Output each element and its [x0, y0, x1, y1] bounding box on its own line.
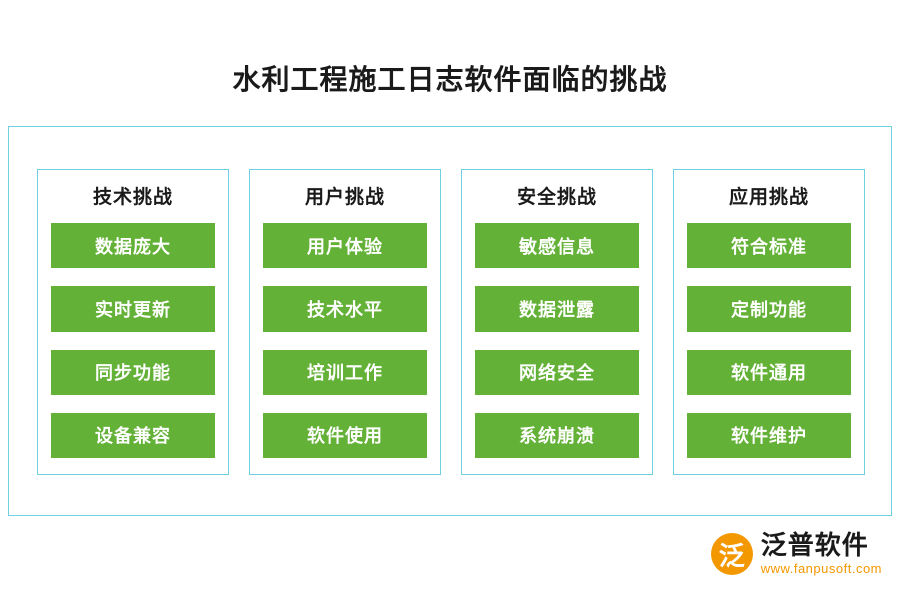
column-item[interactable]: 数据庞大 — [51, 223, 215, 269]
brand-logo: 泛 泛普软件 www.fanpusoft.com — [710, 526, 882, 582]
columns-container: 技术挑战 数据庞大 实时更新 同步功能 设备兼容 用户挑战 用户体验 技术水平 … — [9, 127, 893, 517]
challenge-column-technical: 技术挑战 数据庞大 实时更新 同步功能 设备兼容 — [37, 169, 229, 475]
column-item[interactable]: 同步功能 — [51, 349, 215, 395]
logo-text: 泛普软件 www.fanpusoft.com — [760, 530, 882, 577]
column-item[interactable]: 软件使用 — [263, 412, 427, 458]
page-title: 水利工程施工日志软件面临的挑战 — [232, 65, 668, 96]
challenge-column-application: 应用挑战 符合标准 定制功能 软件通用 软件维护 — [673, 169, 865, 475]
column-item[interactable]: 系统崩溃 — [475, 412, 639, 458]
column-item[interactable]: 敏感信息 — [475, 223, 639, 269]
logo-mark-icon: 泛 — [710, 533, 753, 575]
column-heading: 安全挑战 — [516, 187, 597, 208]
column-item[interactable]: 用户体验 — [263, 223, 427, 269]
column-item[interactable]: 软件通用 — [687, 349, 851, 395]
column-item[interactable]: 网络安全 — [475, 349, 639, 395]
column-item[interactable]: 定制功能 — [687, 286, 851, 332]
column-item[interactable]: 数据泄露 — [475, 286, 639, 332]
logo-company-name: 泛普软件 — [760, 530, 869, 560]
diagram-frame: 技术挑战 数据庞大 实时更新 同步功能 设备兼容 用户挑战 用户体验 技术水平 … — [8, 126, 892, 516]
challenge-column-security: 安全挑战 敏感信息 数据泄露 网络安全 系统崩溃 — [461, 169, 653, 475]
column-item[interactable]: 技术水平 — [263, 286, 427, 332]
column-item[interactable]: 实时更新 — [51, 286, 215, 332]
column-heading: 应用挑战 — [728, 187, 809, 208]
logo-website-url: www.fanpusoft.com — [760, 561, 882, 577]
column-heading: 用户挑战 — [304, 187, 385, 208]
column-heading: 技术挑战 — [92, 187, 173, 208]
challenge-column-user: 用户挑战 用户体验 技术水平 培训工作 软件使用 — [249, 169, 441, 475]
column-item[interactable]: 软件维护 — [687, 412, 851, 458]
column-item[interactable]: 培训工作 — [263, 349, 427, 395]
column-item[interactable]: 符合标准 — [687, 223, 851, 269]
column-item[interactable]: 设备兼容 — [51, 412, 215, 458]
